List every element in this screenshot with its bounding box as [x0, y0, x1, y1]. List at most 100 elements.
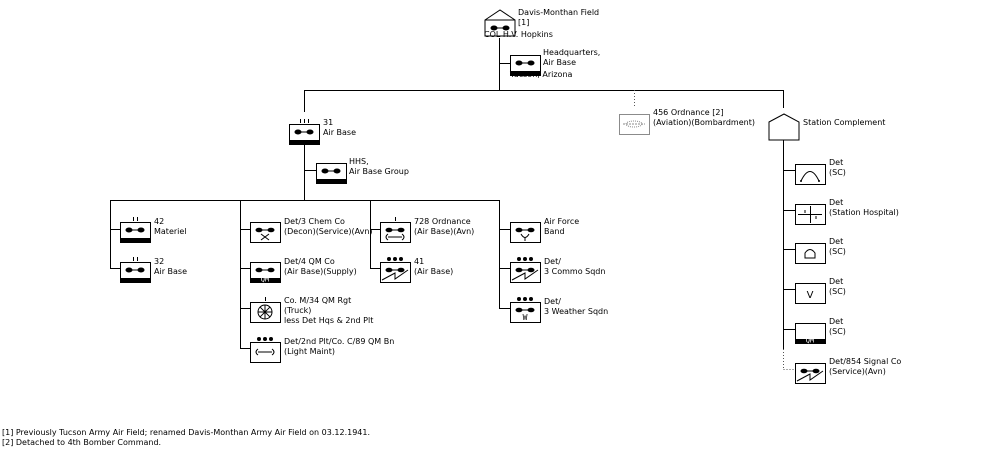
band-icon: [510, 222, 541, 243]
unit-label-line: (Station Hospital): [829, 208, 899, 217]
unit-label-line: Det/3 Chem Co: [284, 217, 345, 226]
unit-label-line: Det: [829, 198, 844, 207]
unit-label-line: Headquarters,: [543, 48, 601, 57]
unit-label-line: (Service)(Avn): [829, 367, 886, 376]
unit-label-line: (Air Base): [414, 267, 454, 276]
unit-label-line: 41: [414, 257, 425, 266]
signal-icon: [380, 257, 411, 283]
v-icon: V: [795, 283, 826, 304]
unit-label-line: Co. M/34 QM Rgt: [284, 296, 352, 305]
unit-label-weather3: Det/3 Weather Sqdn: [544, 297, 608, 317]
chemical-decon-icon: [250, 222, 281, 243]
unit-label-det-sc2: Det(SC): [829, 237, 846, 257]
unit-label-dm-field: Davis-Monthan Field[1]: [518, 8, 599, 28]
unit-label-qm34: Co. M/34 QM Rgt(Truck)less Det Hqs & 2nd…: [284, 296, 373, 326]
quartermaster-icon: QM: [250, 262, 281, 284]
unit-label-line: (Air Base)(Avn): [414, 227, 475, 236]
commander-label: COL H.V. Hopkins: [484, 30, 553, 39]
unit-label-ord456: 456 Ordnance [2](Aviation)(Bombardment): [653, 108, 755, 128]
unit-label-line: Air Base: [323, 128, 357, 137]
svg-text:QM: QM: [261, 276, 269, 284]
unit-label-line: (SC): [829, 287, 846, 296]
unit-label-sig854: Det/854 Signal Co(Service)(Avn): [829, 357, 901, 377]
unit-label-line: Det/4 QM Co: [284, 257, 335, 266]
air-base-icon: [316, 163, 347, 184]
unit-label-line: Det/: [544, 257, 561, 266]
ordnance-aviation-icon: [619, 114, 650, 135]
unit-label-line: (SC): [829, 327, 846, 336]
unit-label-line: Det/2nd Plt/Co. C/89 QM Bn: [284, 337, 395, 346]
unit-label-line: Band: [544, 227, 565, 236]
unit-label-line: Det: [829, 277, 844, 286]
signal-icon: [795, 363, 826, 384]
unit-label-line: 31: [323, 118, 334, 127]
unit-label-line: HHS,: [349, 157, 369, 166]
unit-label-line: Davis-Monthan Field: [518, 8, 600, 17]
footnote-1: [1] Previously Tucson Army Air Field; re…: [2, 428, 371, 437]
unit-label-hq: Headquarters,Air Base: [543, 48, 600, 68]
air-base-icon: [120, 217, 151, 243]
dome-icon: [795, 243, 826, 264]
unit-label-line: 42: [154, 217, 165, 226]
unit-label-commo3: Det/3 Commo Sqdn: [544, 257, 605, 277]
footnote-2: [2] Detached to 4th Bomber Command.: [2, 438, 162, 447]
unit-label-ord728: 728 Ordnance(Air Base)(Avn): [414, 217, 474, 237]
air-base-icon: [484, 9, 516, 37]
svg-text:QM: QM: [806, 337, 814, 345]
signal-icon: [510, 257, 541, 283]
unit-label-line: Air Base: [154, 267, 188, 276]
unit-label-line: less Det Hqs & 2nd Plt: [284, 316, 374, 325]
quartermaster-icon: QM: [795, 323, 826, 345]
unit-label-line: 728 Ordnance: [414, 217, 471, 226]
ordnance-icon: [380, 217, 411, 243]
unit-label-line: (Decon)(Service)(Avn): [284, 227, 373, 236]
maintenance-icon: [250, 337, 281, 363]
unit-label-det-hosp: Det(Station Hospital): [829, 198, 899, 218]
unit-label-station: Station Complement: [803, 118, 885, 128]
signal-corps-arc-icon: [795, 164, 826, 185]
unit-label-qm89: Det/2nd Plt/Co. C/89 QM Bn(Light Maint): [284, 337, 394, 357]
unit-label-line: 32: [154, 257, 165, 266]
unit-label-line: Air Base Group: [349, 167, 409, 176]
unit-label-line: Air Base: [543, 58, 577, 67]
unit-label-line: (SC): [829, 168, 846, 177]
unit-label-line: [1]: [518, 18, 530, 27]
unit-label-line: Air Force: [544, 217, 580, 226]
air-base-icon: [289, 119, 320, 145]
unit-label-line: 3 Weather Sqdn: [544, 307, 609, 316]
weather-icon: W: [510, 297, 541, 323]
unit-label-chem3: Det/3 Chem Co(Decon)(Service)(Avn): [284, 217, 373, 237]
svg-text:W: W: [523, 313, 528, 322]
connector-lines: [110, 38, 795, 349]
unit-label-sig41: 41(Air Base): [414, 257, 453, 277]
unit-label-line: (SC): [829, 247, 846, 256]
svg-text:V: V: [807, 290, 814, 301]
air-base-icon: [120, 257, 151, 283]
unit-label-line: Det: [829, 237, 844, 246]
unit-label-line: Det: [829, 317, 844, 326]
air-base-icon: [510, 55, 541, 76]
unit-label-line: Det/854 Signal Co: [829, 357, 902, 366]
dotted-lines: [634, 90, 795, 370]
unit-label-line: (Aviation)(Bombardment): [653, 118, 755, 127]
unit-label-det-sc3: Det(SC): [829, 277, 846, 297]
unit-label-det-sc4: Det(SC): [829, 317, 846, 337]
unit-label-line: (Truck): [284, 306, 312, 315]
unit-label-line: 456 Ordnance [2]: [653, 108, 724, 117]
unit-label-line: Det/: [544, 297, 561, 306]
unit-label-det-sc1: Det(SC): [829, 158, 846, 178]
truck-wheel-icon: [250, 297, 281, 323]
unit-label-line: Station Complement: [803, 118, 886, 127]
hospital-cross-icon: [795, 204, 826, 225]
unit-label-line: (Light Maint): [284, 347, 335, 356]
unit-label-line: (Air Base)(Supply): [284, 267, 357, 276]
unit-label-hhs: HHS,Air Base Group: [349, 157, 409, 177]
unit-label-line: Det: [829, 158, 844, 167]
unit-label-line: 3 Commo Sqdn: [544, 267, 606, 276]
station-complement-icon: [768, 113, 800, 141]
unit-label-line: Materiel: [154, 227, 187, 236]
